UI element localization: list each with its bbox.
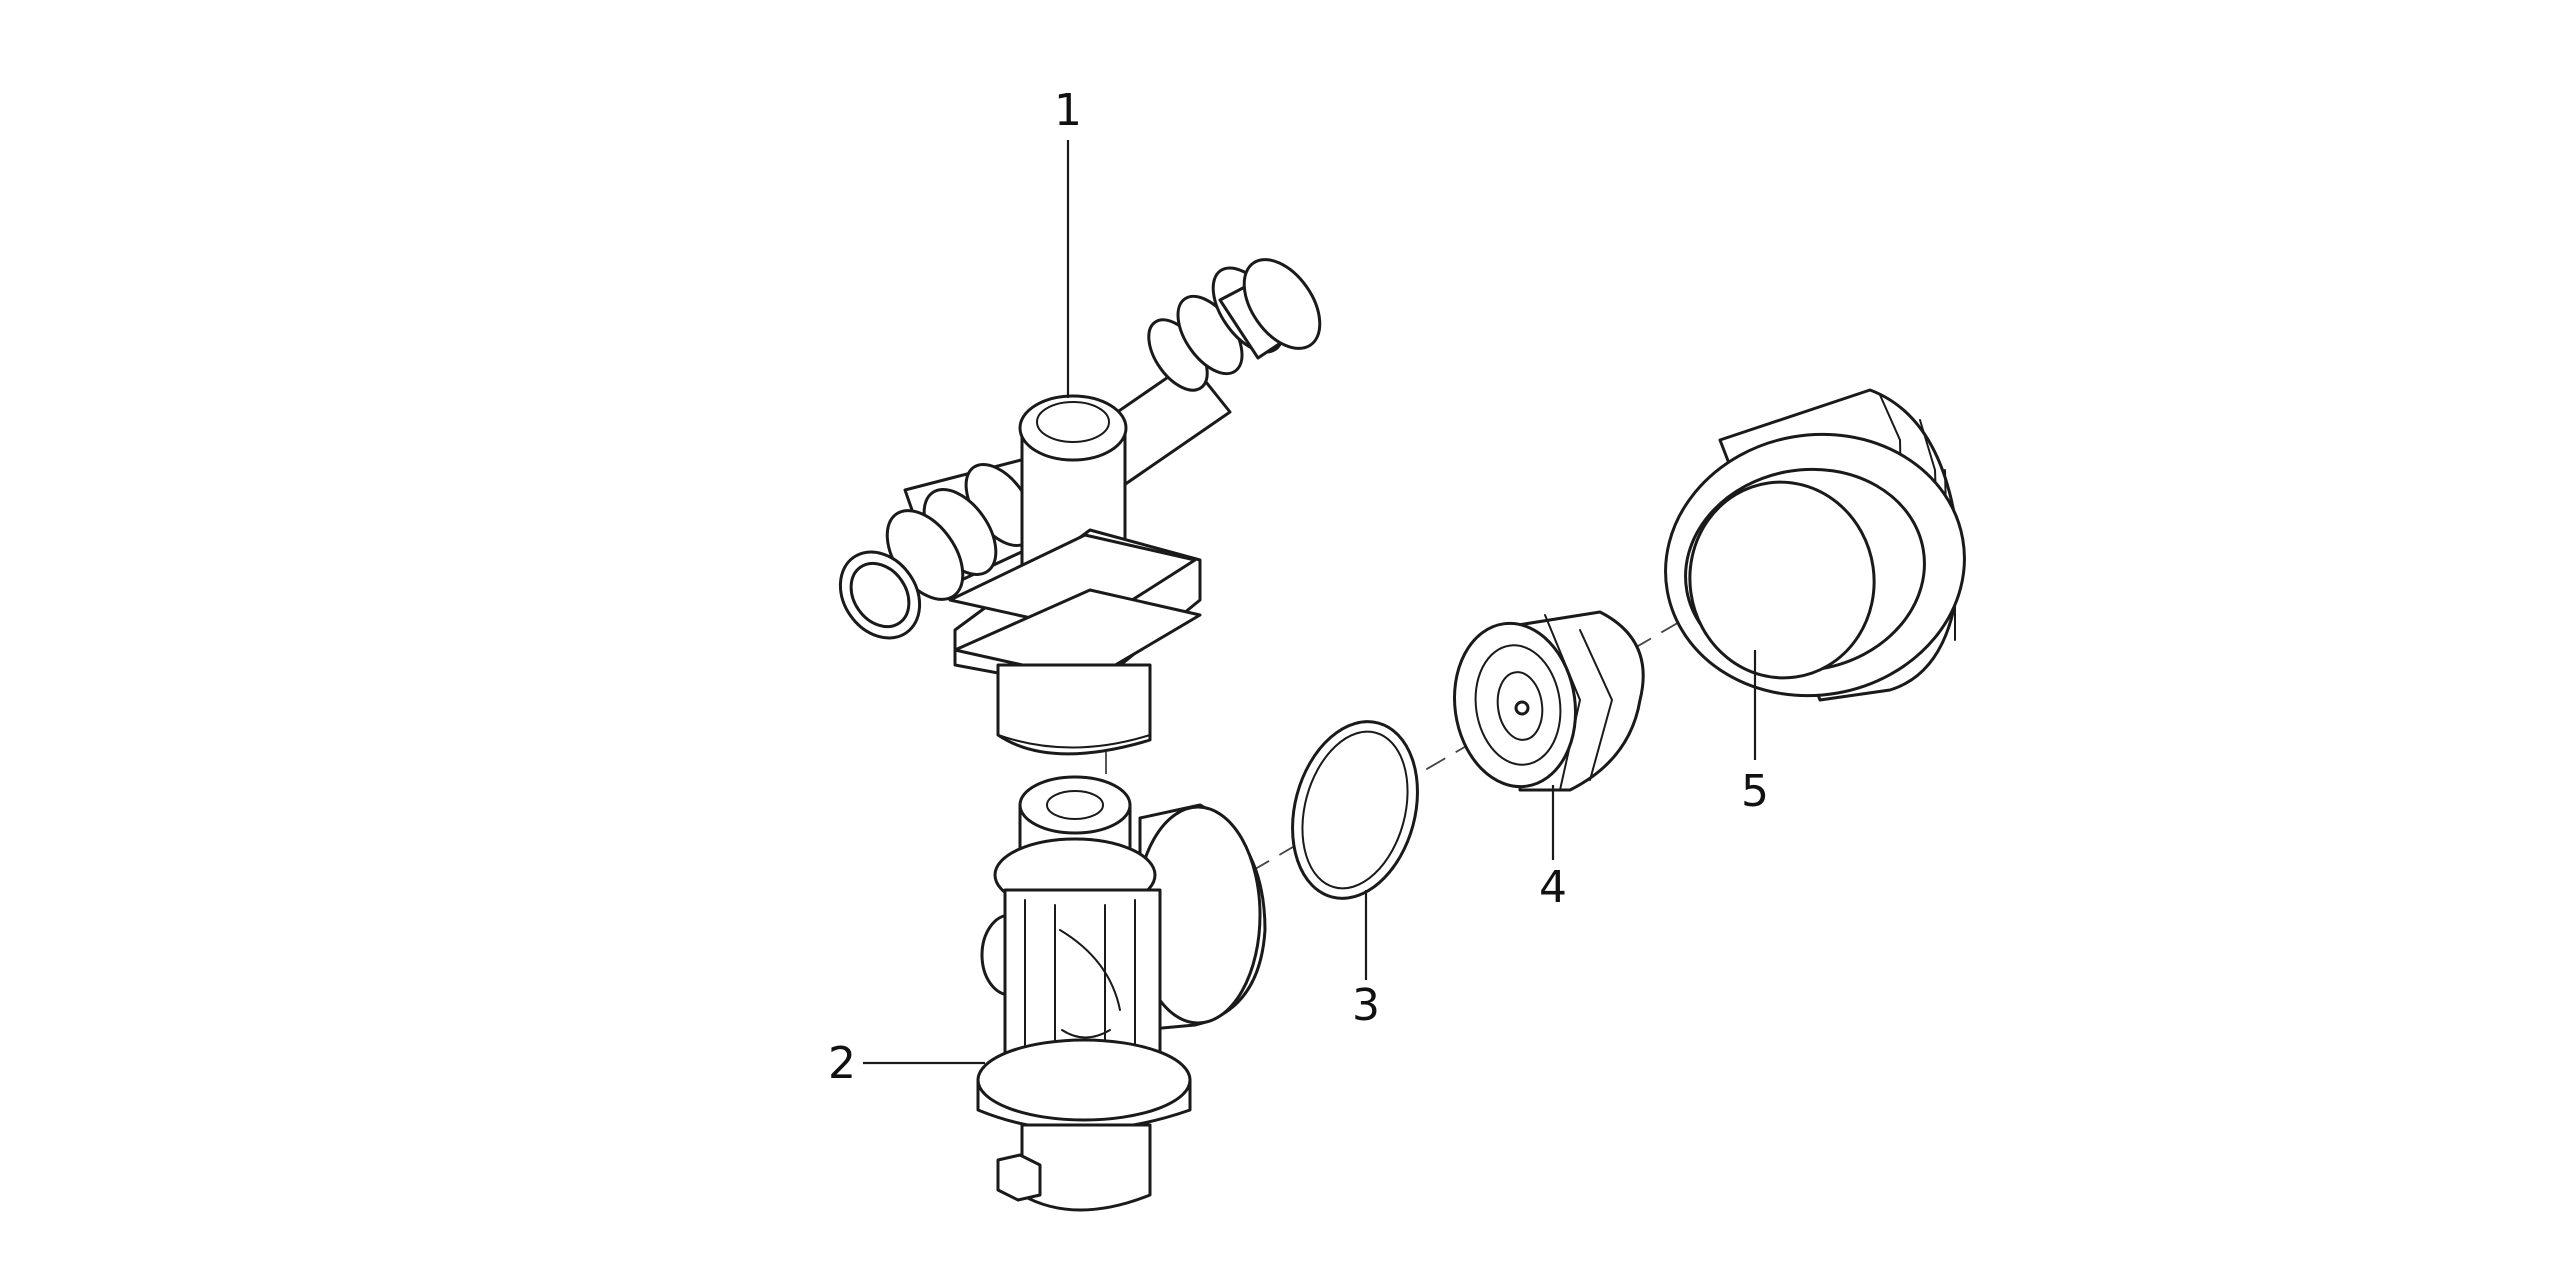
assembly-axis: [1105, 574, 1761, 873]
callout-4: 4: [1539, 862, 1567, 913]
part-1-tee-connector: [838, 258, 1322, 756]
part-3-o-ring: [1291, 720, 1419, 900]
callout-3: 3: [1352, 980, 1380, 1031]
callout-1: 1: [1054, 85, 1082, 136]
part-5-union-nut: [1664, 388, 1966, 702]
part-4-nozzle-cap: [1452, 610, 1645, 792]
callout-labels: 1 2 3 4 5: [828, 85, 1769, 1089]
callout-5: 5: [1741, 766, 1769, 817]
leader-lines: [863, 140, 1757, 1065]
callout-2: 2: [828, 1038, 856, 1089]
part-2-nozzle-body: [976, 775, 1267, 1212]
